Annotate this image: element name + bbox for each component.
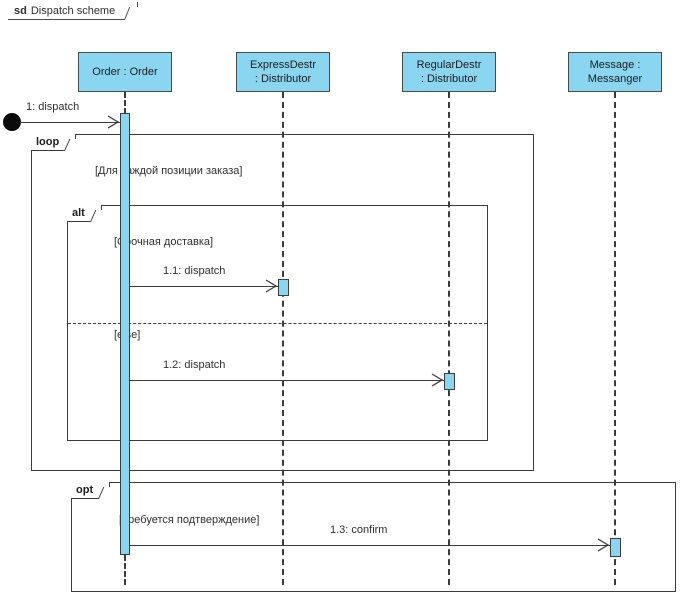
- diagram-title: Dispatch scheme: [30, 4, 116, 17]
- lifeline-head-regular[interactable]: RegularDestr : Distributor: [402, 52, 496, 92]
- lifeline-head-message[interactable]: Message : Messanger: [568, 52, 662, 92]
- message-line-1[interactable]: [20, 122, 120, 123]
- fragment-opt[interactable]: opt: [71, 482, 676, 592]
- message-label-1: 1: dispatch: [26, 101, 80, 113]
- message-arrowhead-1: [107, 115, 120, 134]
- message-label-11: 1.1: dispatch: [163, 265, 226, 277]
- lifeline-head-message-line1: Message :: [589, 59, 641, 71]
- activation-bar-express[interactable]: [278, 279, 289, 296]
- fragment-opt-operator: opt: [71, 482, 111, 499]
- lifeline-head-regular-line2: : Distributor: [420, 73, 478, 85]
- message-label-13: 1.3: confirm: [330, 524, 388, 536]
- lifeline-head-regular-line1: RegularDestr: [416, 59, 482, 71]
- fragment-alt-operand-divider: [68, 323, 487, 324]
- lifeline-line-message: [614, 92, 616, 585]
- lifeline-head-order[interactable]: Order : Order: [78, 52, 172, 92]
- fragment-loop-operator: loop: [31, 134, 77, 151]
- found-message-start-dot: [3, 113, 21, 131]
- activation-bar-message[interactable]: [610, 538, 621, 557]
- message-line-11[interactable]: [130, 286, 278, 287]
- message-line-12[interactable]: [130, 380, 444, 381]
- message-arrowhead-11: [265, 279, 278, 298]
- fragment-alt-operator: alt: [67, 205, 102, 222]
- message-arrowhead-13: [597, 538, 610, 557]
- lifeline-line-order-top: [124, 92, 126, 114]
- lifeline-head-express-line1: ExpressDestr: [249, 59, 317, 71]
- fragment-alt-guard-1: [Срочная доставка]: [113, 236, 215, 248]
- lifeline-line-order-bottom: [124, 555, 126, 585]
- activation-bar-regular[interactable]: [444, 373, 455, 390]
- fragment-loop[interactable]: loop: [31, 134, 534, 471]
- activation-bar-order[interactable]: [120, 113, 130, 555]
- fragment-opt-guard: [Требуется подтверждение]: [118, 514, 261, 526]
- lifeline-head-message-line2: Messanger: [587, 73, 643, 85]
- fragment-loop-guard: [Для каждой позиции заказа]: [94, 165, 244, 177]
- lifeline-line-regular: [448, 92, 450, 585]
- diagram-kind-keyword: sd: [14, 4, 27, 17]
- message-line-13[interactable]: [130, 545, 610, 546]
- fragment-alt[interactable]: alt: [67, 205, 488, 441]
- lifeline-head-express[interactable]: ExpressDestr : Distributor: [236, 52, 330, 92]
- lifeline-head-order-line1: Order : Order: [92, 66, 158, 78]
- message-arrowhead-12: [431, 373, 444, 392]
- lifeline-line-express: [282, 92, 284, 585]
- message-label-12: 1.2: dispatch: [163, 359, 226, 371]
- diagram-frame-label: sd Dispatch scheme: [8, 2, 139, 20]
- lifeline-head-express-line2: : Distributor: [254, 73, 312, 85]
